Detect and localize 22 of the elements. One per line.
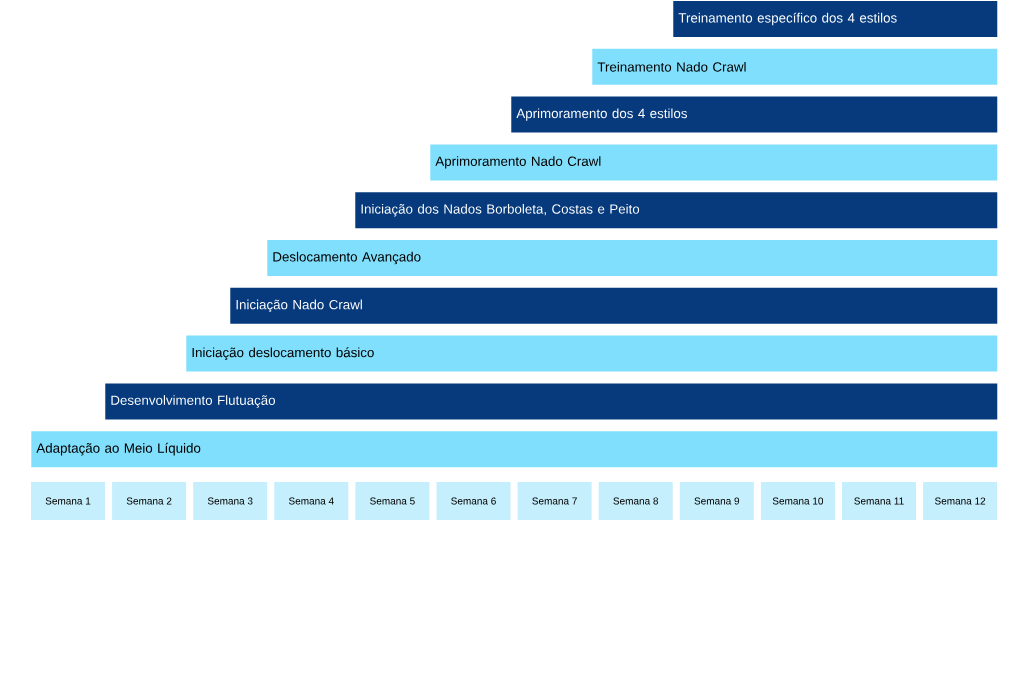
week-cell: Semana 1: [31, 482, 105, 520]
timeline-bar: Aprimoramento Nado Crawl: [430, 144, 998, 181]
timeline-bar: Iniciação dos Nados Borboleta, Costas e Peito: [355, 192, 998, 229]
timeline-bar: Iniciação deslocamento básico: [186, 335, 998, 372]
timeline-bar: Treinamento Nado Crawl: [592, 48, 998, 85]
week-cell: Semana 2: [112, 482, 187, 520]
week-cell: Semana 3: [193, 482, 268, 520]
week-cell: Semana 10: [760, 482, 835, 520]
week-cell: Semana 12: [923, 482, 998, 520]
week-cell: Semana 9: [679, 482, 754, 520]
week-cell: Semana 8: [598, 482, 673, 520]
timeline-bar: Deslocamento Avançado: [267, 240, 998, 276]
timeline-bar: Adaptação ao Meio Líquido: [31, 431, 998, 468]
week-cell: Semana 7: [517, 482, 592, 520]
week-cell: Semana 11: [842, 482, 916, 520]
timeline-bar: Treinamento específico dos 4 estilos: [673, 1, 998, 37]
timeline-bar: Desenvolvimento Flutuação: [105, 383, 998, 420]
timeline-bar: Iniciação Nado Crawl: [230, 287, 998, 324]
timeline-bar: Aprimoramento dos 4 estilos: [511, 96, 998, 133]
week-cell: Semana 5: [355, 482, 430, 520]
week-cell: Semana 6: [436, 482, 511, 520]
week-cell: Semana 4: [274, 482, 349, 520]
